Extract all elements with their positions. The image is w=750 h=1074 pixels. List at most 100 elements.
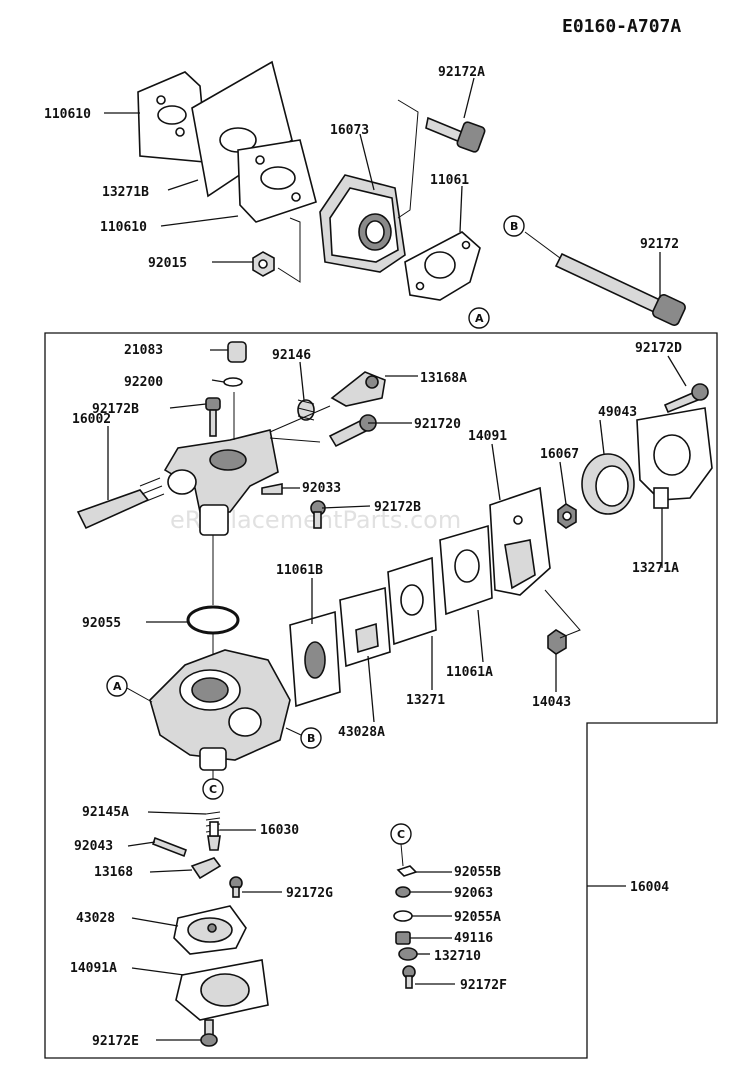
label-11061B: 11061B	[276, 563, 323, 578]
label-92172: 92172	[640, 237, 679, 252]
svg-text:B: B	[307, 732, 315, 745]
label-92063: 92063	[454, 886, 493, 901]
label-92033: 92033	[302, 481, 341, 496]
label-92055B: 92055B	[454, 865, 501, 880]
gasket-stack	[137, 60, 317, 223]
label-13271B: 13271B	[102, 185, 149, 200]
screw-92172D	[663, 383, 709, 414]
svg-text:A: A	[475, 312, 484, 325]
bubble-A-top: A	[468, 307, 490, 329]
label-92172B-upper: 92172B	[92, 402, 139, 417]
cover-14091A	[175, 959, 269, 1021]
pin-92043	[151, 836, 188, 858]
label-92015: 92015	[148, 256, 187, 271]
lever-13168A	[330, 371, 386, 407]
screw-92172B-upper	[205, 397, 221, 437]
label-92172D: 92172D	[635, 341, 682, 356]
primer-bulb-49043	[581, 453, 635, 515]
gasket-11061A	[439, 524, 493, 616]
label-11061A: 11061A	[446, 665, 493, 680]
seal-92055A	[393, 910, 413, 922]
pump-body-14091	[489, 486, 551, 596]
label-92200: 92200	[124, 375, 163, 390]
spring-92146	[297, 399, 315, 421]
spring-92145A	[205, 811, 221, 833]
gasket-11061	[404, 231, 481, 301]
label-92055A: 92055A	[454, 910, 501, 925]
label-14091: 14091	[468, 429, 507, 444]
bubble-C-side: C	[390, 823, 412, 845]
needle-16030	[207, 821, 221, 851]
plate-43028A	[339, 586, 391, 668]
metering-body	[163, 429, 279, 536]
label-92172E: 92172E	[92, 1034, 139, 1049]
label-49043: 49043	[598, 405, 637, 420]
label-16004: 16004	[630, 880, 669, 895]
diaphragm-13271	[387, 556, 437, 646]
gasket-11061B	[289, 610, 341, 708]
seal-92055B	[396, 865, 418, 877]
label-92043: 92043	[74, 839, 113, 854]
label-110610-top: 110610	[44, 107, 91, 122]
bubble-C-body: C	[202, 778, 224, 800]
screw-92172E	[200, 1019, 218, 1047]
screw-921720	[328, 414, 377, 448]
label-14043: 14043	[532, 695, 571, 710]
label-92145A: 92145A	[82, 805, 129, 820]
label-21083: 21083	[124, 343, 163, 358]
label-14091A: 14091A	[70, 961, 117, 976]
label-92172A: 92172A	[438, 65, 485, 80]
screw-92172F	[402, 965, 416, 989]
label-92172G: 92172G	[286, 886, 333, 901]
bubble-B-top: B	[503, 215, 525, 237]
label-13168A: 13168A	[420, 371, 467, 386]
label-92055: 92055	[82, 616, 121, 631]
bolt-92172	[554, 252, 686, 326]
o-ring-92055	[186, 605, 240, 635]
label-49116: 49116	[454, 931, 493, 946]
part-labels: 110610 13271B 110610 92015 16073 92172A …	[44, 65, 682, 1049]
label-43028A: 43028A	[338, 725, 385, 740]
label-16002: 16002	[72, 412, 111, 427]
label-16067: 16067	[540, 447, 579, 462]
diagram-id: E0160-A707A	[562, 16, 681, 37]
label-921720: 921720	[414, 417, 461, 432]
label-16030: 16030	[260, 823, 299, 838]
carburetor-body	[149, 649, 291, 771]
needle-16002	[76, 477, 165, 530]
label-43028: 43028	[76, 911, 115, 926]
label-132710: 132710	[434, 949, 481, 964]
bubble-B-body: B	[300, 727, 322, 749]
pin-92033	[261, 483, 283, 495]
plug-132710	[398, 947, 418, 961]
assembly-outline	[44, 332, 718, 1059]
cover-13271A	[636, 407, 713, 509]
cap-21083	[227, 341, 247, 363]
washer-92063	[395, 886, 411, 898]
svg-text:C: C	[397, 828, 405, 841]
label-13271A: 13271A	[632, 561, 679, 576]
svg-text:A: A	[113, 680, 122, 693]
fitting-16067	[557, 503, 577, 529]
label-92172B-lower: 92172B	[374, 500, 421, 515]
label-13168: 13168	[94, 865, 133, 880]
nut-92015	[252, 251, 275, 277]
insulator-16073	[319, 174, 406, 273]
svg-text:B: B	[510, 220, 518, 233]
label-11061: 11061	[430, 173, 469, 188]
leader-lines	[104, 77, 687, 1041]
nut-14043	[547, 629, 567, 655]
lever-13168	[190, 857, 222, 880]
screw-92172G	[229, 876, 243, 898]
label-92172F: 92172F	[460, 978, 507, 993]
svg-text:C: C	[209, 783, 217, 796]
label-13271: 13271	[406, 693, 445, 708]
label-16073: 16073	[330, 123, 369, 138]
bubble-A-body: A	[106, 675, 128, 697]
label-110610-bot: 110610	[100, 220, 147, 235]
diaphragm-43028	[173, 905, 247, 955]
washer-92200	[223, 377, 243, 387]
screen-49116	[395, 931, 411, 945]
bolt-92172A	[425, 116, 486, 153]
